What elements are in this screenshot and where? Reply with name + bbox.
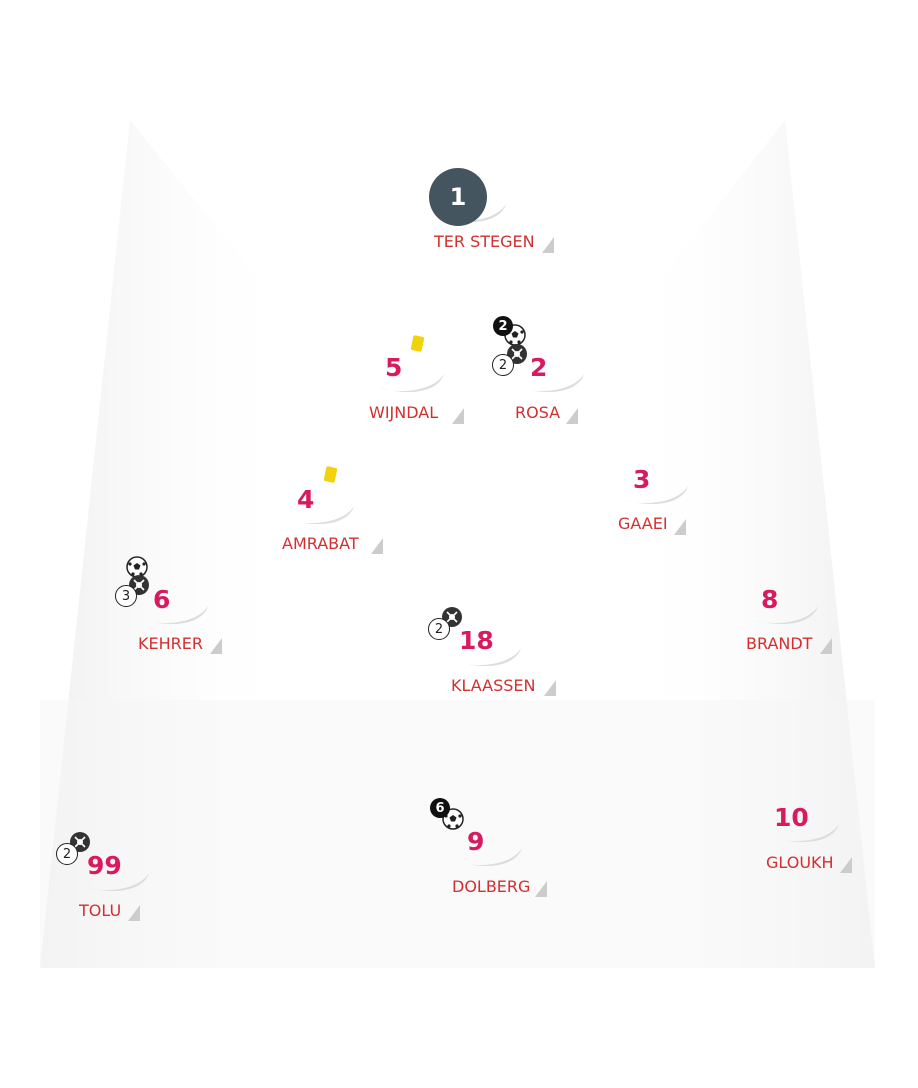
flag-icon <box>128 905 140 921</box>
player-swoosh <box>624 486 688 505</box>
flag-icon <box>535 881 547 897</box>
player-swoosh <box>520 374 584 393</box>
assist-count-badge: 2 <box>428 618 450 640</box>
player-name: GLOUKH <box>766 853 834 872</box>
assist-count-badge: 2 <box>492 354 514 376</box>
player-name: TOLU <box>79 901 122 920</box>
flag-icon <box>674 519 686 535</box>
player-name: ROSA <box>515 403 561 422</box>
player-name: TER STEGEN <box>434 232 535 251</box>
player-name: DOLBERG <box>452 877 531 896</box>
player-number: 3 <box>633 465 651 494</box>
goal-count-badge: 2 <box>493 316 513 336</box>
player-number: 99 <box>87 851 122 880</box>
flag-icon <box>840 857 852 873</box>
player-number: 2 <box>530 353 548 382</box>
player-name: GAAEI <box>618 514 668 533</box>
player-swoosh <box>144 606 208 625</box>
player-swoosh <box>457 648 521 667</box>
player-swoosh <box>290 506 354 525</box>
player-name: BRANDT <box>746 634 813 653</box>
player-number: 18 <box>459 626 494 655</box>
player-name: KLAASSEN <box>451 676 536 695</box>
player-number: 6 <box>153 585 171 614</box>
player-number: 10 <box>774 803 809 832</box>
player-number: 9 <box>467 827 485 856</box>
player-swoosh <box>85 873 149 892</box>
player-name: WIJNDAL <box>369 403 439 422</box>
goal-count-badge: 6 <box>430 798 450 818</box>
player-swoosh <box>442 204 506 223</box>
player-swoosh <box>458 848 522 867</box>
player-swoosh <box>775 824 839 843</box>
pitch-shade-bottom <box>40 700 875 968</box>
player-name: AMRABAT <box>282 534 359 553</box>
player-name: KEHRER <box>138 634 203 653</box>
flag-icon <box>210 638 222 654</box>
player-number: 4 <box>297 485 315 514</box>
assist-count-badge: 3 <box>115 585 137 607</box>
goalkeeper-number-badge: 1 <box>429 168 487 226</box>
player-swoosh <box>754 606 818 625</box>
player-number: 8 <box>761 585 779 614</box>
player-swoosh <box>380 374 444 393</box>
flag-icon <box>371 538 383 554</box>
flag-icon <box>566 408 578 424</box>
assist-count-badge: 2 <box>56 843 78 865</box>
flag-icon <box>542 237 554 253</box>
flag-icon <box>820 638 832 654</box>
flag-icon <box>544 680 556 696</box>
player-number: 5 <box>385 353 403 382</box>
flag-icon <box>452 408 464 424</box>
